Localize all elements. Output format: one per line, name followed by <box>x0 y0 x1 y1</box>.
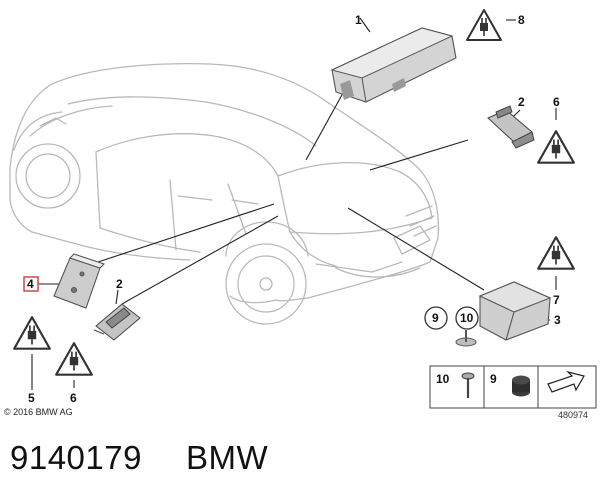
legend-label-10: 10 <box>436 372 450 386</box>
part-2-antenna-connector-lower[interactable] <box>93 303 141 341</box>
callout-3: 3 <box>554 313 561 327</box>
callout-2-top: 2 <box>518 95 525 109</box>
part-3-module[interactable] <box>478 281 552 341</box>
plug-warning-icon-5 <box>13 316 51 350</box>
screw-part-10 <box>455 330 477 347</box>
callout-5: 5 <box>28 391 35 405</box>
document-number: 480974 <box>558 410 588 420</box>
svg-text:9: 9 <box>432 311 439 325</box>
part-2-antenna-connector-upper[interactable] <box>487 105 535 149</box>
callout-7: 7 <box>553 293 560 307</box>
highlight-box-part-4 <box>23 276 39 292</box>
car-outline <box>9 63 440 325</box>
svg-text:10: 10 <box>460 311 474 325</box>
part-number: 9140179 <box>10 439 142 476</box>
arrow-icon <box>547 370 585 393</box>
legend-grommet-icon <box>512 375 530 397</box>
plug-warning-icon-6-right <box>537 130 575 164</box>
legend-screw-icon <box>461 372 475 398</box>
callout-4: 4 <box>27 277 34 291</box>
copyright-text: © 2016 BMW AG <box>4 407 73 417</box>
callout-6-bottom: 6 <box>70 391 77 405</box>
plug-warning-icon-6-bottom <box>55 342 93 376</box>
plug-warning-icon-7 <box>537 236 575 270</box>
callout-8: 8 <box>518 13 525 27</box>
leader-lines <box>31 17 557 390</box>
part-4-control-unit[interactable] <box>53 253 106 309</box>
part-1-control-module[interactable] <box>330 27 457 103</box>
plug-warning-icon-8 <box>466 9 502 41</box>
callout-6-right: 6 <box>553 95 560 109</box>
brand-name: BMW <box>186 439 269 476</box>
legend-label-9: 9 <box>490 372 497 386</box>
callout-circle-10: 10 <box>455 306 479 330</box>
callout-2-bottom: 2 <box>116 277 123 291</box>
callout-circle-9: 9 <box>424 306 448 330</box>
parts-diagram: 1 8 2 6 7 3 4 2 5 6 9 10 10 9 480974 © 2… <box>4 9 597 420</box>
callout-1: 1 <box>355 13 362 27</box>
